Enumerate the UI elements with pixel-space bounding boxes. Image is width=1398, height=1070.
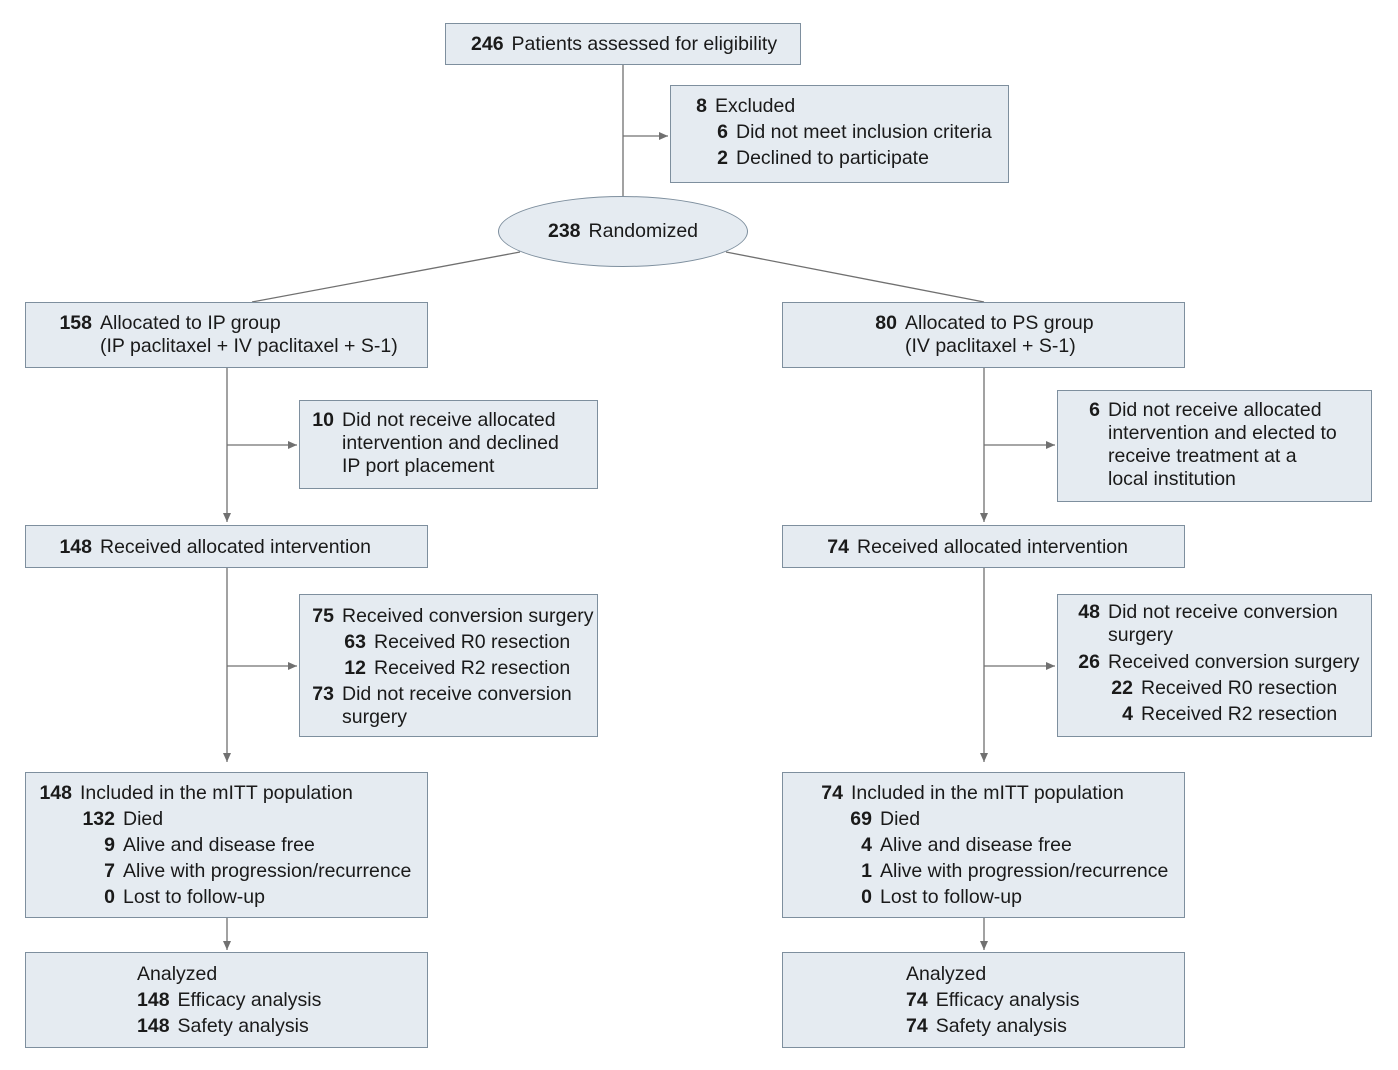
ip-status-count: 7 [104, 860, 115, 882]
ip-surgery-label: Received conversion surgery [342, 605, 594, 627]
screening-label: Patients assessed for eligibility [511, 33, 778, 55]
excluded-box: 8 Excluded 6 Did not meet inclusion criter… [670, 85, 1009, 183]
ip-mitt-count: 148 [39, 782, 72, 804]
ip-not-received-text: IP port placement [342, 455, 495, 477]
ip-received-box: 148 Received allocated intervention [25, 525, 428, 568]
ip-received-label: Received allocated intervention [100, 536, 372, 558]
ps-allocated-count: 80 [875, 312, 897, 334]
ps-not-received-text: local institution [1108, 468, 1236, 490]
ip-not-received-text: Did not receive allocated [342, 409, 556, 431]
ip-safety-label: Safety analysis [177, 1015, 309, 1037]
ps-no-surgery-text: Did not receive conversion [1108, 601, 1338, 623]
excluded-reason-label: Declined to participate [736, 147, 929, 169]
ps-not-received-text: intervention and elected to [1108, 422, 1337, 444]
ps-r2-count: 4 [1122, 703, 1133, 725]
ps-status-count: 1 [861, 860, 872, 882]
ps-received-label: Received allocated intervention [857, 536, 1129, 558]
ps-mitt-label: Included in the mITT population [851, 782, 1124, 804]
ps-safety-count: 74 [906, 1015, 928, 1037]
ip-not-received-text: intervention and declined [342, 432, 559, 454]
ip-no-surgery-text: surgery [342, 706, 408, 728]
ps-died-label: Died [880, 808, 921, 830]
ps-received-box: 74 Received allocated intervention [782, 525, 1185, 568]
ip-mitt-label: Included in the mITT population [80, 782, 353, 804]
ps-received-count: 74 [827, 536, 849, 558]
connector-randomized-to-ip [251, 251, 521, 303]
ps-not-received-count: 6 [1089, 399, 1100, 421]
ip-r0-label: Received R0 resection [374, 631, 571, 653]
ps-no-surgery-text: surgery [1108, 624, 1174, 646]
ip-received-count: 148 [59, 536, 92, 558]
ps-allocated-label: Allocated to PS group [905, 312, 1094, 334]
excluded-count: 8 [696, 95, 707, 117]
ip-allocated-count: 158 [59, 312, 92, 334]
ps-allocated-box: 80 Allocated to PS group (IV paclitaxel +… [782, 302, 1185, 368]
ip-status-count: 0 [104, 886, 115, 908]
ip-r2-count: 12 [344, 657, 366, 679]
ps-status-label: Lost to follow-up [880, 886, 1022, 908]
ps-status-label: Alive with progression/recurrence [880, 860, 1169, 882]
ip-allocated-regimen: (IP paclitaxel + IV paclitaxel + S-1) [100, 335, 398, 357]
ps-status-label: Alive and disease free [880, 834, 1072, 856]
ps-efficacy-count: 74 [906, 989, 928, 1011]
ip-not-received-count: 10 [312, 409, 334, 431]
ps-status-count: 0 [861, 886, 872, 908]
ip-allocated-label: Allocated to IP group [100, 312, 281, 334]
excluded-reason-count: 2 [717, 147, 728, 169]
ps-r0-count: 22 [1111, 677, 1133, 699]
ip-analyzed-label: Analyzed [137, 963, 218, 985]
ps-mitt-box: 74 Included in the mITT population 69 Died… [782, 772, 1185, 918]
ps-analyzed-label: Analyzed [906, 963, 987, 985]
ps-no-surgery-count: 48 [1078, 601, 1100, 623]
randomized-oval: 238 Randomized [498, 196, 748, 267]
ip-status-label: Alive with progression/recurrence [123, 860, 412, 882]
ip-r2-label: Received R2 resection [374, 657, 571, 679]
ip-died-label: Died [123, 808, 164, 830]
ip-safety-count: 148 [137, 1015, 170, 1037]
ps-not-received-box: 6 Did not receive allocated intervention … [1057, 390, 1372, 502]
ip-status-label: Lost to follow-up [123, 886, 265, 908]
ip-mitt-box: 148 Included in the mITT population 132 Di… [25, 772, 428, 918]
ps-died-count: 69 [850, 808, 872, 830]
screening-count: 246 [471, 33, 504, 55]
excluded-reason-label: Did not meet inclusion criteria [736, 121, 992, 143]
ip-surgery-count: 75 [312, 605, 334, 627]
randomized-label: Randomized [588, 220, 699, 242]
ps-surgery-count: 26 [1078, 651, 1100, 673]
connector-randomized-to-ps [725, 251, 985, 303]
ip-status-label: Alive and disease free [123, 834, 315, 856]
screening-box: 246 Patients assessed for eligibility [445, 23, 801, 65]
ps-r2-label: Received R2 resection [1141, 703, 1338, 725]
ip-status-count: 9 [104, 834, 115, 856]
ip-died-count: 132 [82, 808, 115, 830]
excluded-reason-count: 6 [717, 121, 728, 143]
ps-r0-label: Received R0 resection [1141, 677, 1338, 699]
ps-status-count: 4 [861, 834, 872, 856]
ps-safety-label: Safety analysis [935, 1015, 1067, 1037]
ps-surgery-label: Received conversion surgery [1108, 651, 1360, 673]
ip-r0-count: 63 [344, 631, 366, 653]
ps-mitt-count: 74 [821, 782, 843, 804]
ip-no-surgery-text: Did not receive conversion [342, 683, 572, 705]
ip-efficacy-label: Efficacy analysis [177, 989, 322, 1011]
ps-efficacy-label: Efficacy analysis [935, 989, 1080, 1011]
ip-allocated-box: 158 Allocated to IP group (IP paclitaxel … [25, 302, 428, 368]
excluded-label: Excluded [715, 95, 796, 117]
ip-efficacy-count: 148 [137, 989, 170, 1011]
ip-not-received-box: 10 Did not receive allocated intervention… [299, 400, 598, 489]
ps-not-received-text: Did not receive allocated [1108, 399, 1322, 421]
ip-no-surgery-count: 73 [312, 683, 334, 705]
randomized-count: 238 [547, 220, 581, 242]
ps-not-received-text: receive treatment at a [1108, 445, 1297, 467]
ps-allocated-regimen: (IV paclitaxel + S-1) [905, 335, 1076, 357]
